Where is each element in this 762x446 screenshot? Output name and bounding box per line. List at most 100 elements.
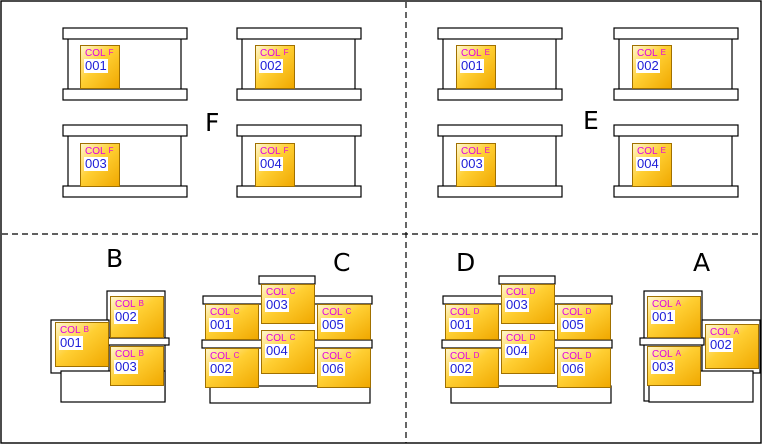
col-suffix: C: [345, 351, 352, 360]
col-suffix: A: [733, 327, 739, 336]
col-number: 003: [505, 297, 529, 312]
col-prefix: COL: [506, 287, 527, 298]
col-suffix: B: [138, 299, 144, 308]
col-number: 003: [114, 359, 138, 374]
col-number: 003: [84, 156, 108, 171]
base-d: [450, 385, 612, 404]
col-suffix: C: [233, 351, 240, 360]
col-suffix: E: [484, 146, 490, 155]
col-number: 006: [321, 361, 345, 376]
col-suffix: C: [289, 287, 296, 296]
bracket-frame-5-bottom-flange: [437, 88, 563, 101]
col-prefix: COL: [461, 48, 482, 59]
col-prefix: COL: [85, 146, 106, 157]
col-suffix: D: [529, 287, 536, 296]
base-c: [209, 385, 371, 404]
bracket-frame-1-top-flange: [62, 27, 188, 40]
col-suffix: E: [484, 48, 490, 57]
col-prefix: COL: [115, 299, 136, 310]
col-suffix: D: [585, 307, 592, 316]
shelf-a: [639, 337, 705, 346]
col-number: 004: [505, 343, 529, 358]
col-suffix: C: [289, 333, 296, 342]
col-prefix: COL: [637, 48, 658, 59]
col-suffix: D: [585, 351, 592, 360]
col-number: 005: [321, 317, 345, 332]
section-label-f: F: [205, 108, 220, 137]
col-suffix: D: [473, 307, 480, 316]
bracket-frame-5-top-flange: [437, 27, 563, 40]
bracket-frame-2-top-flange: [236, 27, 362, 40]
col-prefix: COL: [562, 351, 583, 362]
bracket-frame-6-bottom-flange: [613, 88, 739, 101]
col-prefix: COL: [260, 146, 281, 157]
shelf-b: [106, 337, 170, 346]
col-number: 002: [259, 58, 283, 73]
rail-c-top-mid: [258, 275, 316, 285]
section-label-d: D: [456, 248, 476, 277]
col-number: 005: [561, 317, 585, 332]
rail-d-top-mid: [498, 275, 556, 285]
col-number: 004: [259, 156, 283, 171]
col-prefix: COL: [562, 307, 583, 318]
col-number: 002: [709, 337, 733, 352]
col-prefix: COL: [652, 349, 673, 360]
col-number: 001: [84, 58, 108, 73]
col-suffix: B: [138, 349, 144, 358]
col-number: 002: [449, 361, 473, 376]
col-prefix: COL: [115, 349, 136, 360]
col-number: 001: [209, 317, 233, 332]
col-prefix: COL: [266, 287, 287, 298]
bracket-frame-7-top-flange: [437, 124, 563, 137]
col-suffix: A: [675, 299, 681, 308]
col-prefix: COL: [266, 333, 287, 344]
col-prefix: COL: [461, 146, 482, 157]
col-suffix: F: [283, 48, 289, 57]
col-number: 002: [114, 309, 138, 324]
col-number: 004: [265, 343, 289, 358]
col-prefix: COL: [506, 333, 527, 344]
col-suffix: C: [345, 307, 352, 316]
section-label-c: C: [333, 248, 351, 277]
bracket-frame-3-bottom-flange: [62, 185, 188, 198]
col-suffix: E: [660, 146, 666, 155]
col-prefix: COL: [322, 351, 343, 362]
